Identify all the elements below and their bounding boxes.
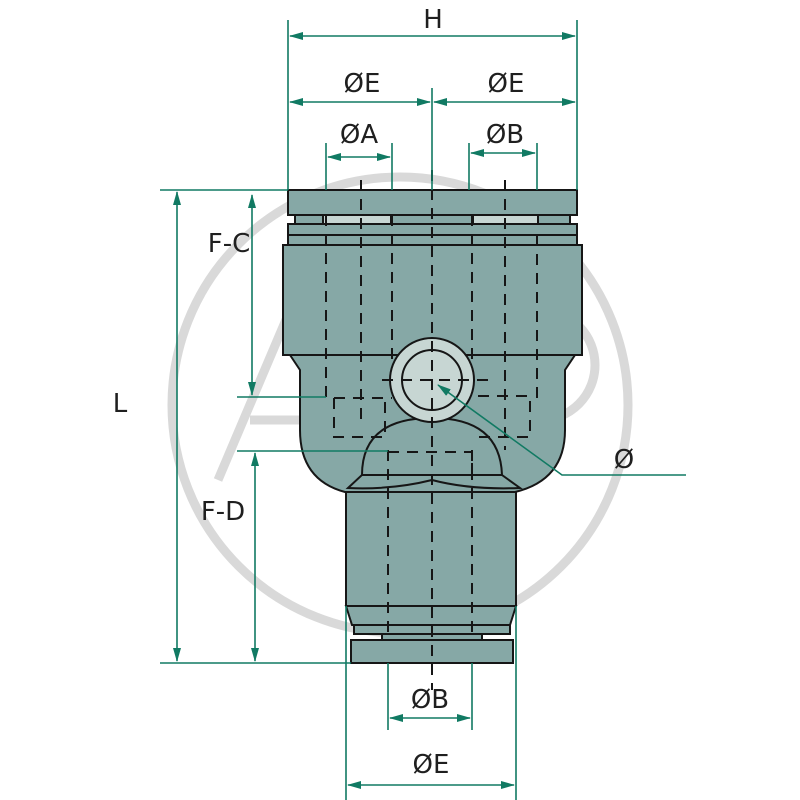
label-a-top: ØA <box>340 120 378 150</box>
label-b-bottom: ØB <box>411 685 449 715</box>
label-hole-diameter: Ø <box>614 445 634 475</box>
hidden-lines <box>325 170 538 690</box>
label-e-top-right: ØE <box>488 69 525 99</box>
label-f-d: F-D <box>201 497 245 527</box>
dimension-lines <box>160 20 686 800</box>
label-h: H <box>423 5 443 35</box>
label-l: L <box>113 389 128 419</box>
label-f-c: F-C <box>208 229 251 259</box>
label-b-top: ØB <box>486 120 524 150</box>
label-e-bottom: ØE <box>413 750 450 780</box>
label-e-top-left: ØE <box>344 69 381 99</box>
